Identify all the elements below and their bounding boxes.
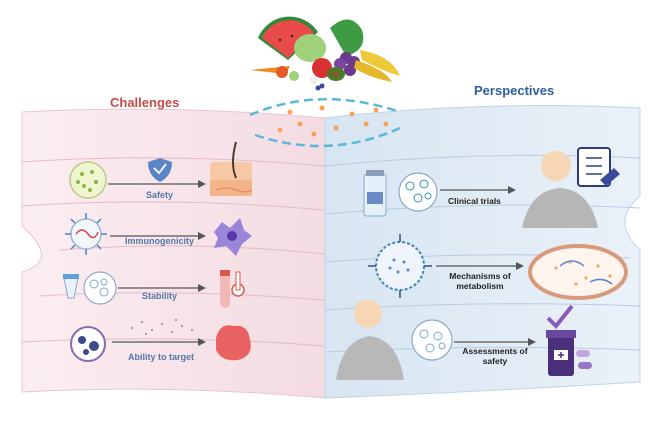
challenge-label-ability-to-target: Ability to target [128, 352, 195, 362]
vesicle-zoom-icon [398, 172, 438, 212]
tumor-cell-icon [216, 325, 251, 361]
perspective-label-mechanisms-of-metabolism: Mechanisms of metabolism [449, 271, 511, 291]
fruit-vegetable-icon [250, 16, 400, 91]
cell-target-icon [70, 326, 106, 362]
perspectives-heading: Perspectives [474, 83, 555, 98]
particle-dots [131, 319, 193, 335]
vesicle-zoom-icon [411, 319, 453, 361]
skin-tissue-icon [210, 141, 253, 196]
challenge-label-stability: Stability [142, 291, 178, 301]
immune-cell-icon [214, 218, 252, 256]
checkmark-icon [546, 304, 574, 329]
perspective-label-assessments-of-safety: Assessments of safety [462, 346, 528, 366]
vesicle-zoom-icon [83, 271, 117, 305]
perspective-label-clinical-trials: Clinical trials [448, 196, 501, 206]
medicine-bottle-icon [546, 330, 576, 376]
patient-icon [336, 300, 404, 380]
thermometer-icon [220, 270, 245, 308]
challenge-label-safety: Safety [146, 190, 174, 200]
exosome-icon [69, 161, 107, 199]
challenges-heading: Challenges [110, 95, 180, 110]
cell-uptake-icon [528, 244, 628, 300]
challenge-label-immunogenicity: Immunogenicity [125, 236, 195, 246]
virus-particle-icon [65, 213, 107, 255]
clipboard-icon [577, 147, 620, 187]
patient-icon [522, 151, 598, 228]
lipid-nanoparticle-icon [368, 234, 432, 298]
tube-icon [63, 274, 79, 299]
pill-icon [576, 350, 592, 369]
vesicle-cluster-icon [249, 97, 401, 148]
vaccine-vial-icon [363, 170, 387, 217]
